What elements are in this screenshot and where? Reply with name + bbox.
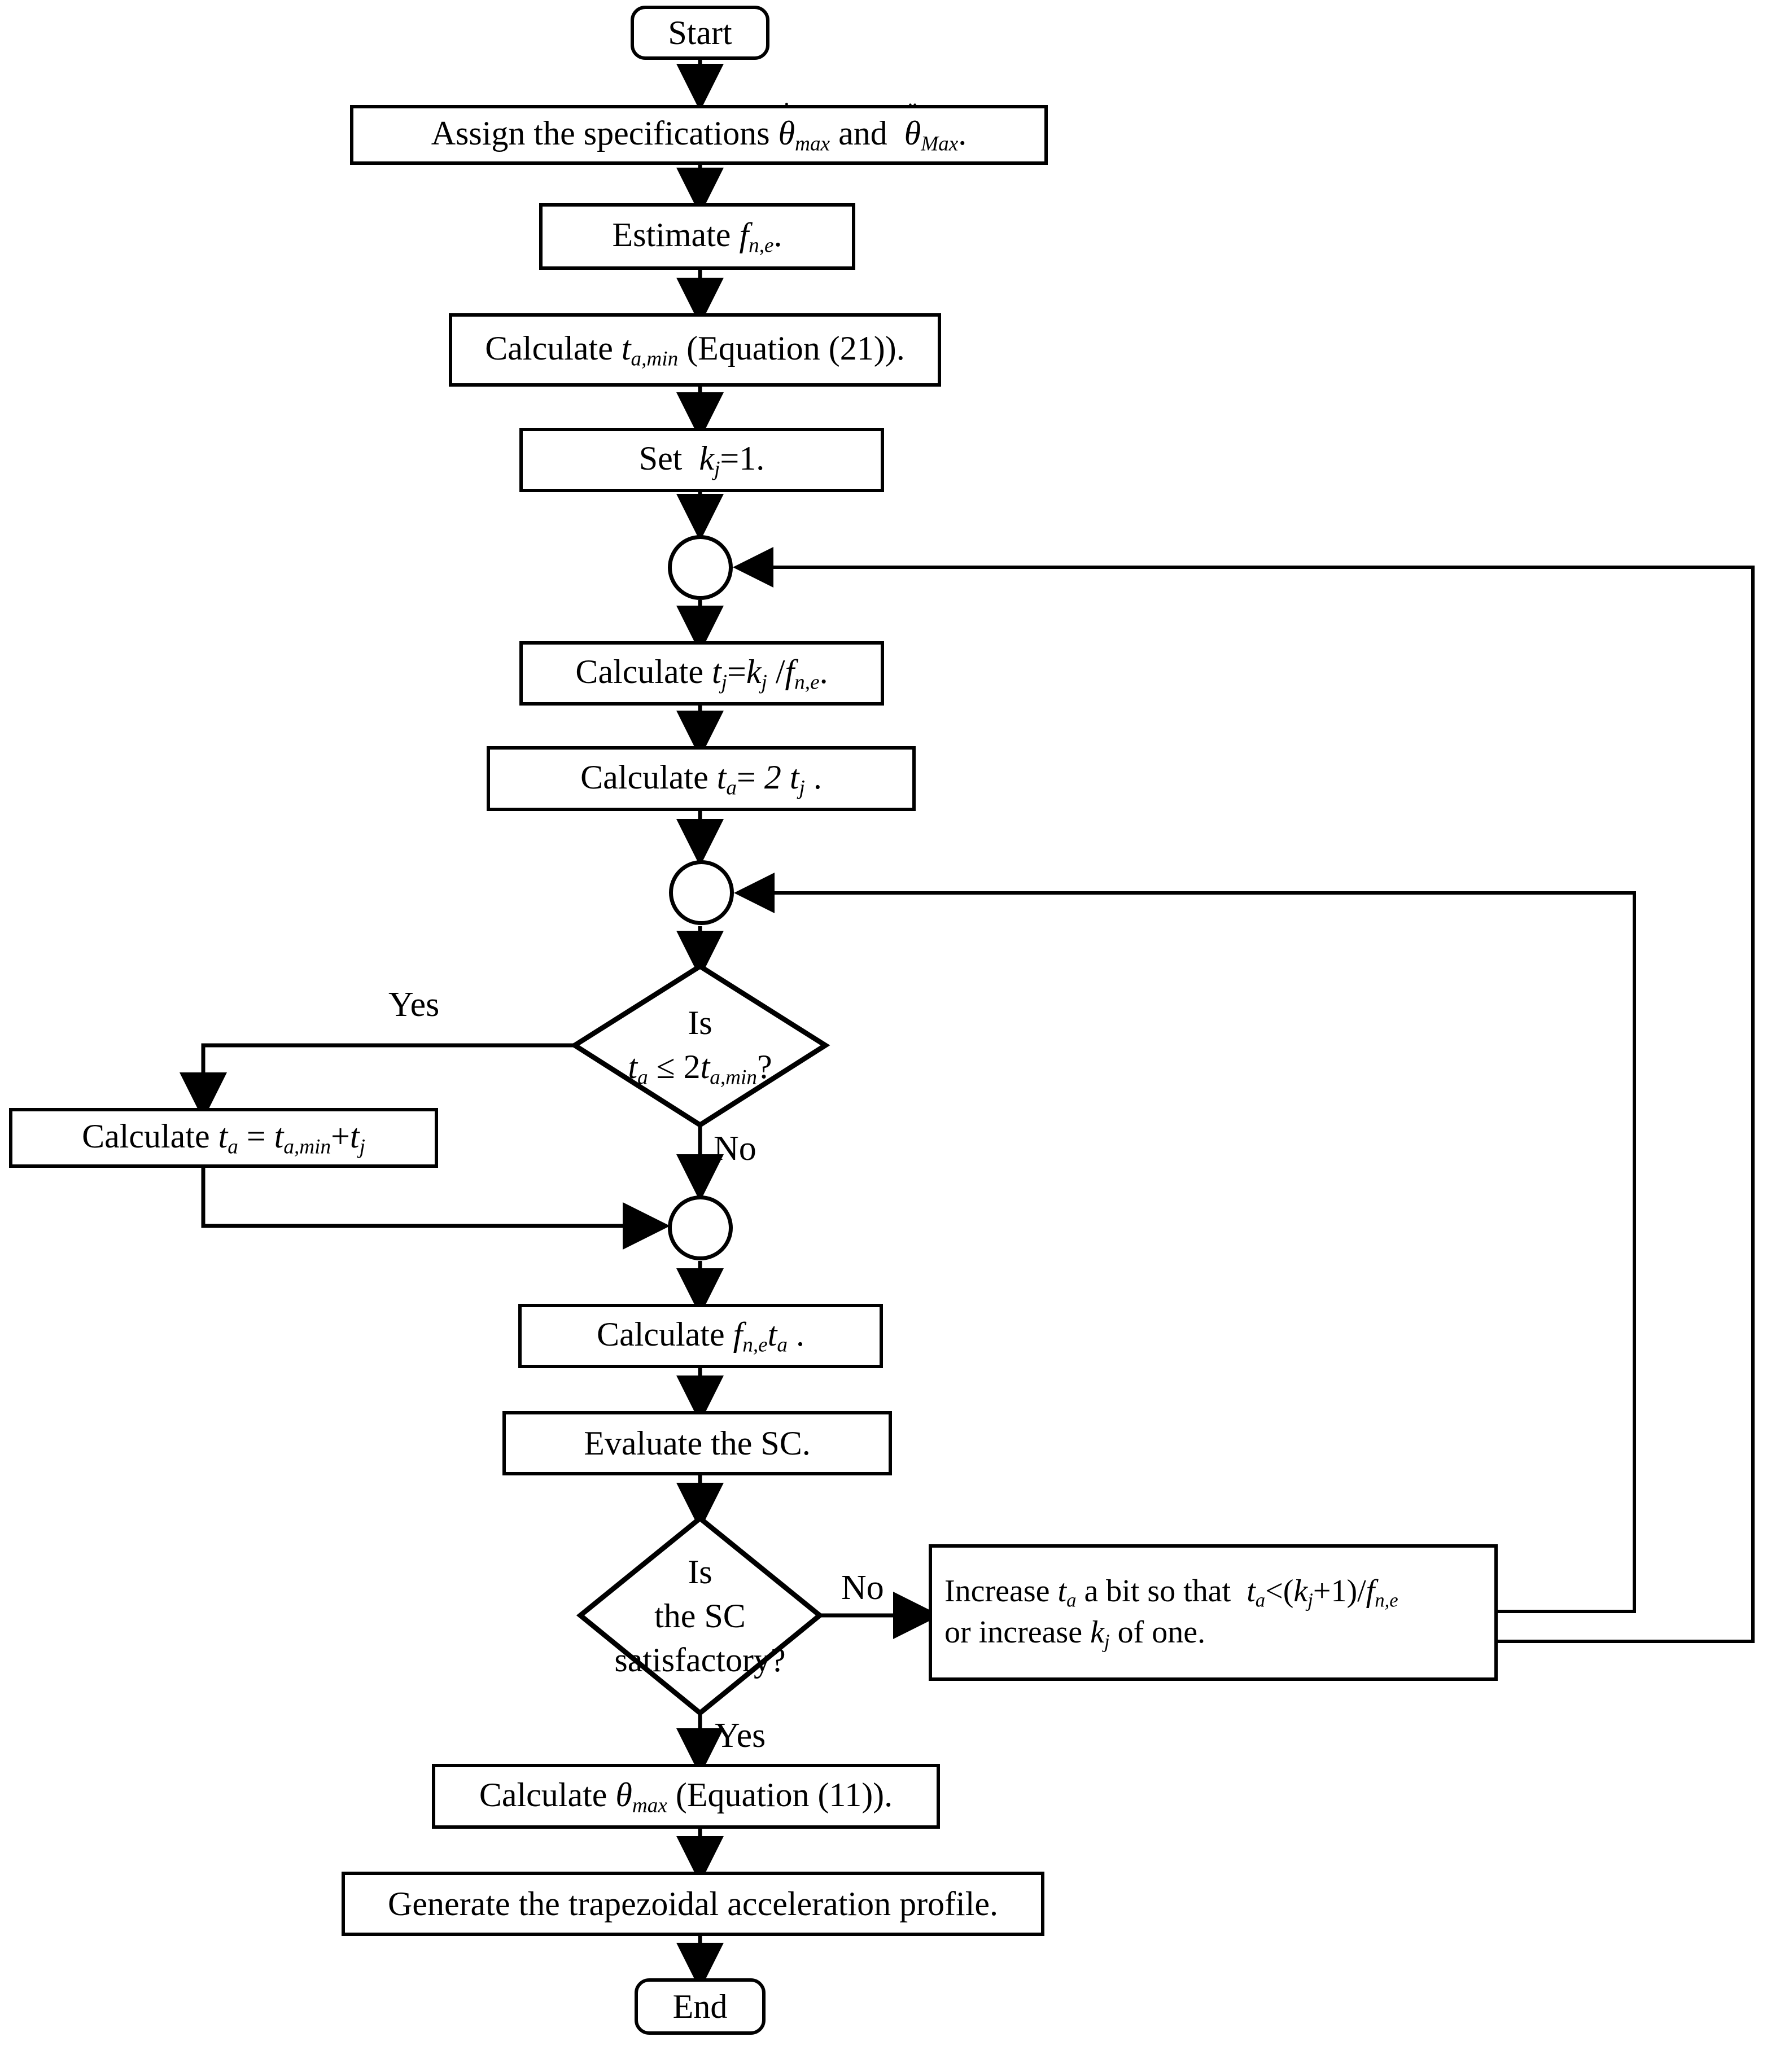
node-set-kj-label: Set kj=1. <box>638 440 765 481</box>
edge-label-no-sc: No <box>841 1569 884 1607</box>
node-generate-profile-label: Generate the trapezoidal acceleration pr… <box>387 1885 999 1922</box>
node-estimate-fne-label: Estimate fn,e. <box>612 216 782 257</box>
node-calc-tj-label: Calculate tj=kj /fn,e. <box>575 653 828 694</box>
node-start[interactable]: Start <box>631 6 769 60</box>
node-calc-ta[interactable]: Calculate ta= 2 tj . <box>487 746 916 811</box>
node-increase-ta[interactable]: Increase ta a bit so that ta<(kj+1)/fn,e… <box>929 1544 1498 1681</box>
node-estimate-fne[interactable]: Estimate fn,e. <box>539 203 855 270</box>
node-assign-specs[interactable]: Assign the specifications ̇θmax and ̈θMa… <box>350 105 1048 165</box>
node-start-label: Start <box>668 14 732 51</box>
node-calc-theta-max-label: Calculate ̈θmax (Equation (11)). <box>479 1776 893 1817</box>
node-increase-ta-label: Increase ta a bit so that ta<(kj+1)/fn,e… <box>944 1573 1398 1653</box>
node-calc-tamin[interactable]: Calculate ta,min (Equation (21)). <box>449 313 941 387</box>
node-connector-3[interactable] <box>668 1195 733 1260</box>
node-evaluate-sc[interactable]: Evaluate the SC. <box>502 1411 892 1475</box>
node-calc-tj[interactable]: Calculate tj=kj /fn,e. <box>519 641 884 706</box>
node-calc-fne-ta-label: Calculate fn,eta . <box>597 1316 804 1357</box>
node-set-kj[interactable]: Set kj=1. <box>519 428 884 492</box>
arrow-increase-to-connector1 <box>733 547 1755 1643</box>
node-evaluate-sc-label: Evaluate the SC. <box>584 1424 811 1462</box>
node-end-label: End <box>672 1987 728 2025</box>
node-calc-fne-ta[interactable]: Calculate fn,eta . <box>518 1304 883 1368</box>
node-calc-ta-alt[interactable]: Calculate ta = ta,min+tj <box>9 1108 438 1168</box>
node-assign-specs-label: Assign the specifications ̇θmax and ̈θMa… <box>431 115 967 156</box>
node-calc-theta-max[interactable]: Calculate ̈θmax (Equation (11)). <box>432 1764 940 1829</box>
arrow-increase-to-connector2 <box>734 873 1636 1613</box>
node-end[interactable]: End <box>635 1978 766 2035</box>
edge-label-yes-ta: Yes <box>388 985 440 1024</box>
node-connector-1[interactable] <box>668 535 733 600</box>
node-calc-ta-alt-label: Calculate ta = ta,min+tj <box>82 1118 365 1159</box>
node-calc-ta-label: Calculate ta= 2 tj . <box>580 758 822 799</box>
arrow-decision-ta-yes <box>180 1043 577 1120</box>
node-calc-tamin-label: Calculate ta,min (Equation (21)). <box>485 330 905 371</box>
node-connector-2[interactable] <box>669 860 734 925</box>
arrow-calc-ta-alt-to-connector3 <box>201 1167 670 1250</box>
node-generate-profile[interactable]: Generate the trapezoidal acceleration pr… <box>342 1872 1044 1936</box>
edge-label-no-ta: No <box>714 1129 756 1168</box>
edge-label-yes-sc: Yes <box>715 1716 766 1755</box>
